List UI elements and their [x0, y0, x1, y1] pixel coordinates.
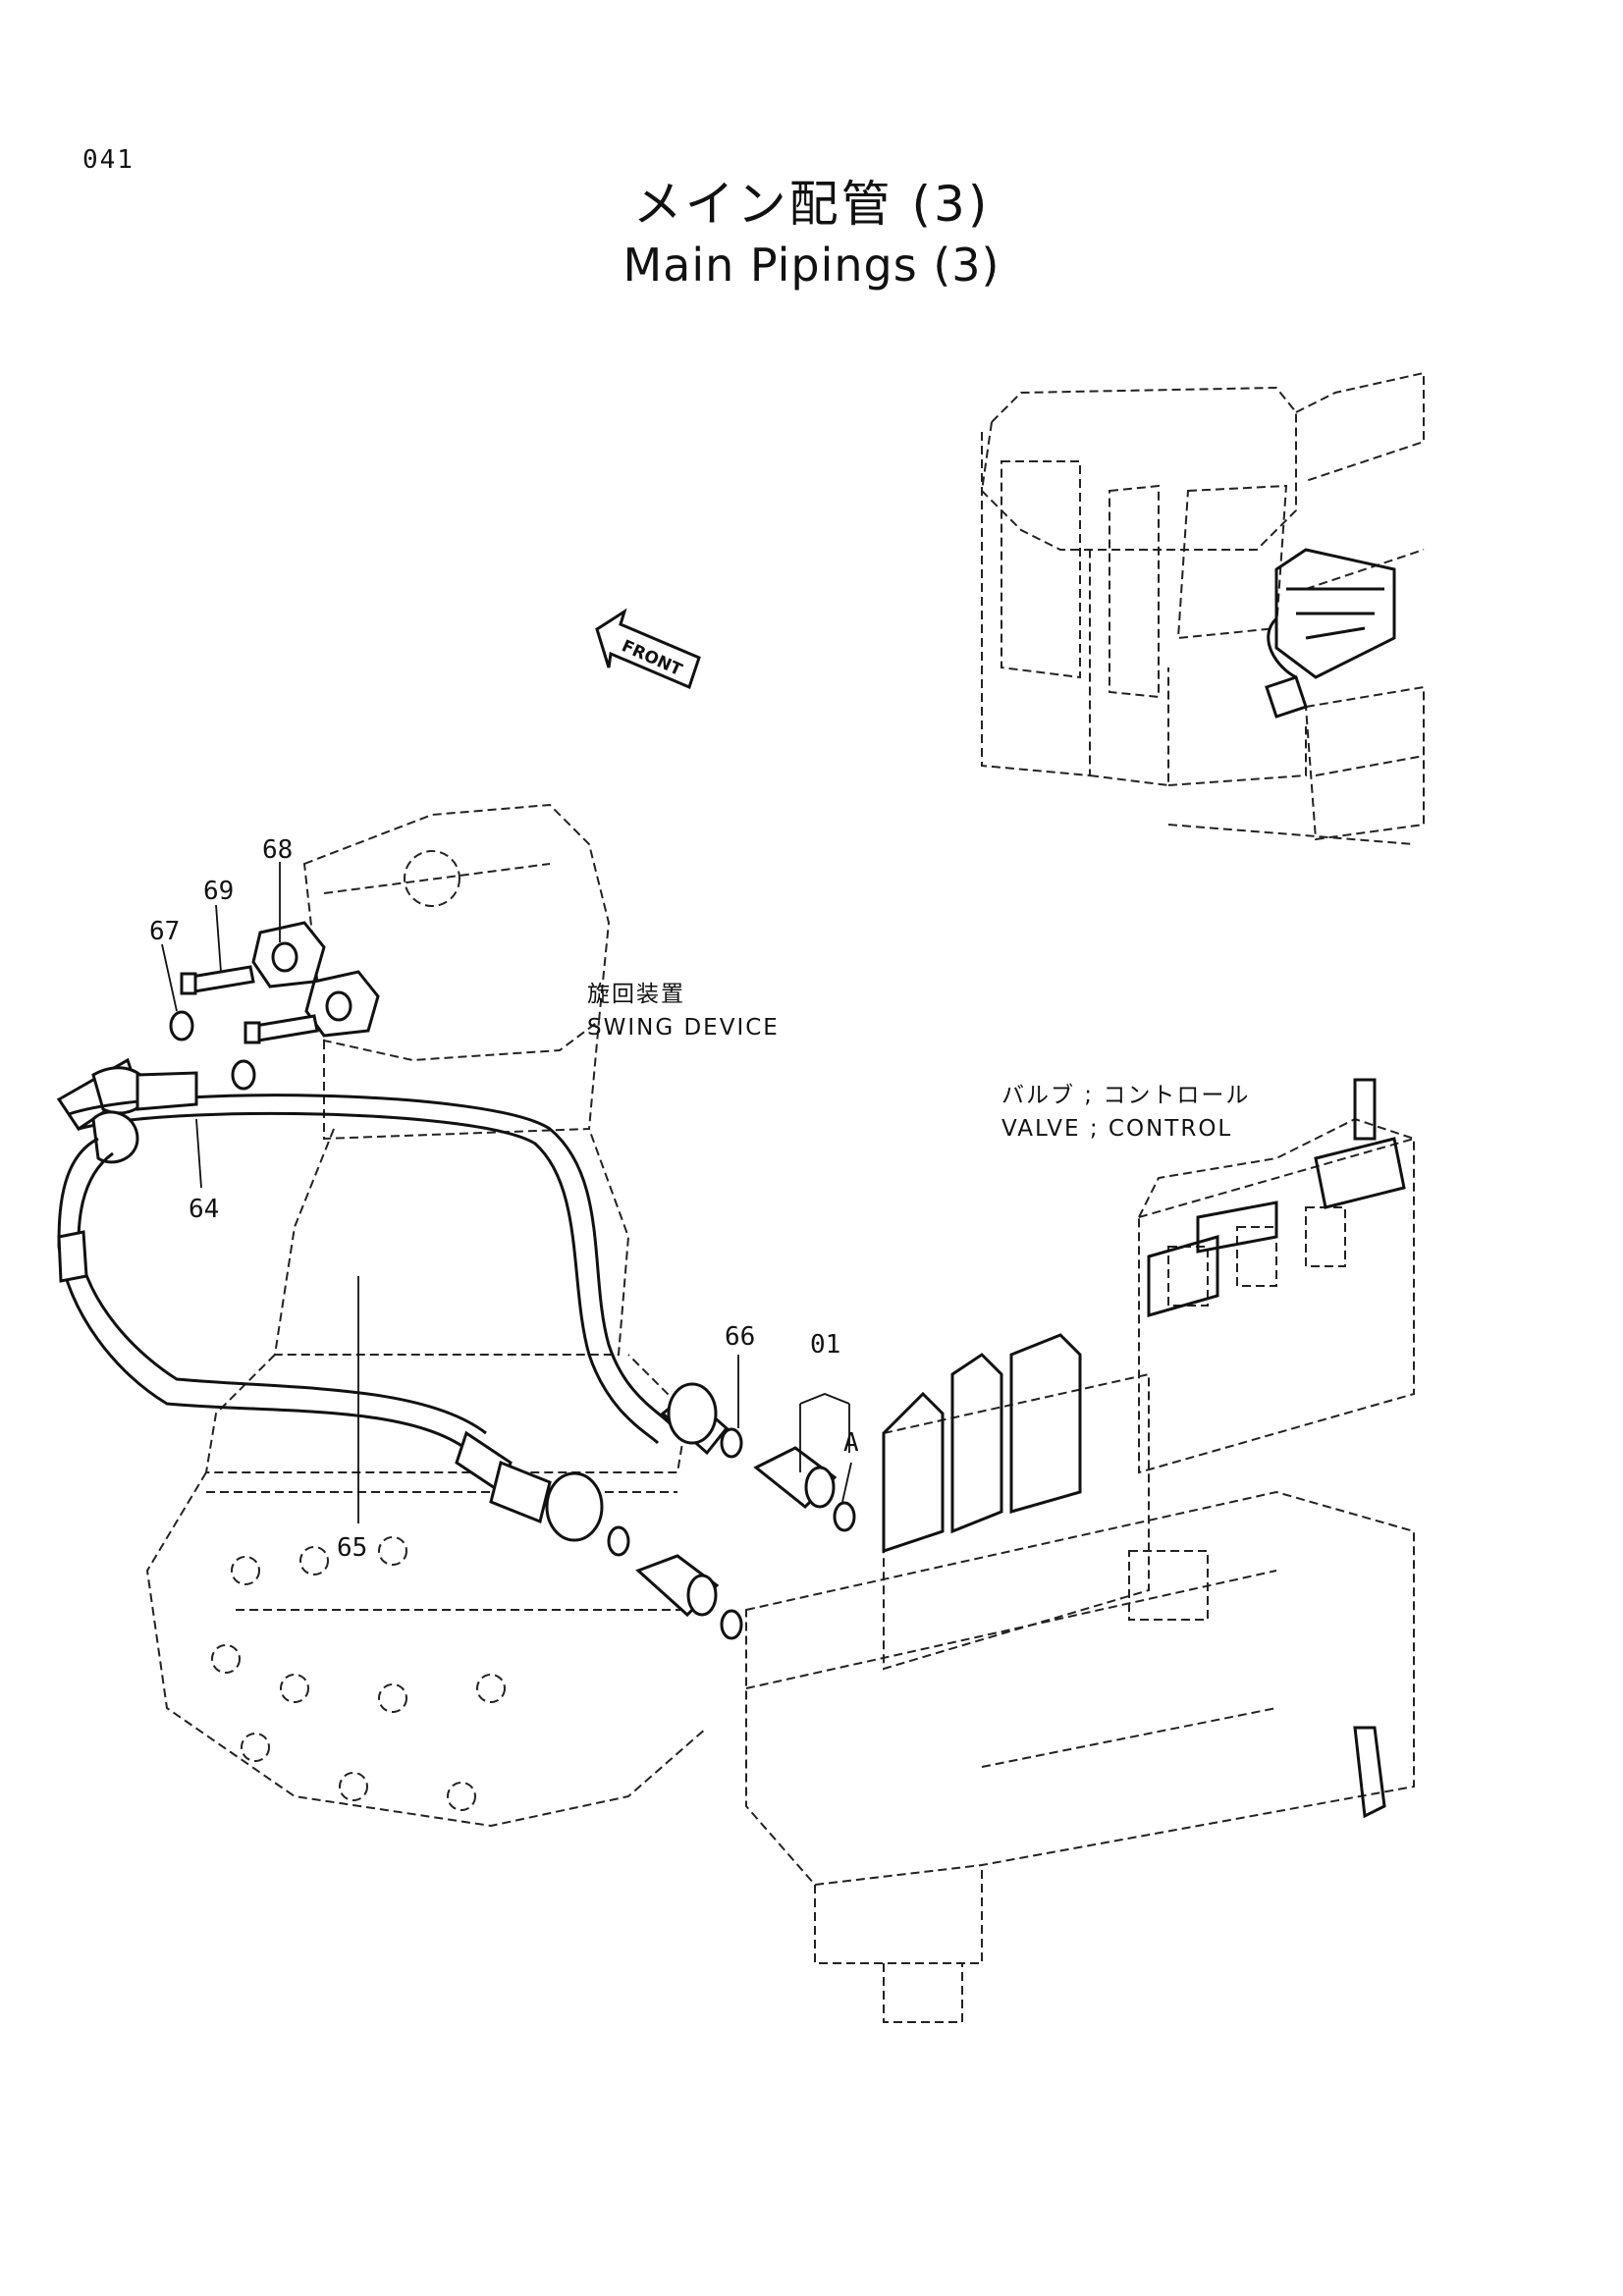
front-direction-arrow: FRONT	[595, 608, 701, 690]
swing-device-label-jp: 旋回装置	[587, 982, 685, 1007]
callout-01: 01	[810, 1330, 840, 1360]
callout-66: 66	[725, 1322, 755, 1352]
o-rings-66	[607, 1427, 856, 1640]
callout-69: 69	[203, 877, 234, 906]
control-valve-label-en: VALVE ; CONTROL	[1001, 1116, 1232, 1142]
callout-68: 68	[262, 835, 293, 865]
callout-64: 64	[189, 1195, 219, 1224]
bolts-69	[180, 965, 319, 1044]
callout-a: A	[843, 1428, 859, 1458]
title-english: Main Pipings (3)	[622, 239, 1001, 292]
callout-67: 67	[149, 917, 180, 946]
control-valve-illustration	[745, 1078, 1415, 2023]
swing-device-illustration	[145, 803, 708, 1828]
front-arrow-label: FRONT	[619, 636, 685, 680]
page-title: メイン配管 (3) Main Pipings (3)	[0, 173, 1623, 294]
o-rings-67	[169, 1010, 256, 1091]
callout-numbers: 68 69 67 64 65 66 01 A	[149, 835, 859, 1563]
hose-65	[57, 1110, 604, 1542]
title-japanese: メイン配管 (3)	[632, 176, 991, 233]
control-valve-label-jp: バルブ ; コントロール	[1001, 1083, 1250, 1108]
flanges-68	[251, 921, 380, 1038]
swing-device-label-en: SWING DEVICE	[587, 1015, 780, 1041]
leader-lines	[161, 862, 852, 1523]
page-number: 041	[82, 145, 135, 175]
callout-65: 65	[337, 1533, 367, 1563]
adapters-01	[635, 1446, 838, 1618]
excavator-cab-illustration	[980, 371, 1425, 845]
assembly-labels: 旋回装置 SWING DEVICE バルブ ; コントロール VALVE ; C…	[587, 982, 1250, 1142]
